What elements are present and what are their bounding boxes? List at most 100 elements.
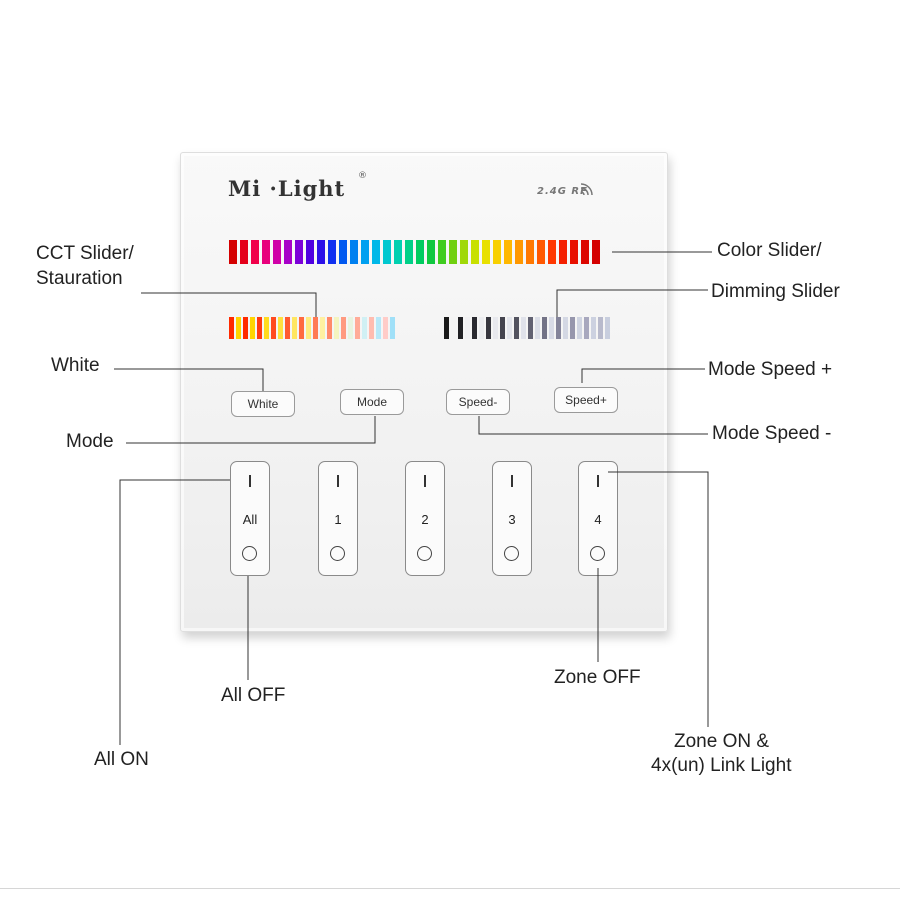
zone-label: 2 [421,512,429,527]
cct-slider-segment [257,317,262,339]
cct-slider[interactable] [229,317,397,339]
color-slider-segment [350,240,358,264]
callout-cct-slider-line2: Stauration [36,268,123,289]
color-slider-segment [405,240,413,264]
cct-slider-segment [299,317,304,339]
color-slider-segment [295,240,303,264]
color-slider-segment [581,240,589,264]
dimming-slider-segment [591,317,596,339]
color-slider[interactable] [229,240,603,264]
cct-slider-segment [327,317,332,339]
dimming-slider-segment [472,317,477,339]
zone-button-1[interactable]: 1 [318,461,358,576]
dimming-slider-segment [542,317,547,339]
registered-mark: ® [358,171,367,181]
callout-dimming-slider: Dimming Slider [711,281,840,302]
color-slider-segment [372,240,380,264]
dimming-slider-segment [486,317,491,339]
dimming-slider-segment [605,317,610,339]
dimming-slider-segment [458,317,463,339]
color-slider-segment [515,240,523,264]
callout-zone-on-line1: Zone ON & [674,731,770,752]
zone-label: All [242,512,258,527]
cct-slider-segment [278,317,283,339]
cct-slider-segment [355,317,360,339]
color-slider-segment [416,240,424,264]
brand-logo: Mi ·Light [228,176,346,201]
mode-button[interactable]: Mode [340,389,404,415]
speed-minus-button[interactable]: Speed- [446,389,510,415]
color-slider-segment [548,240,556,264]
cct-slider-segment [320,317,325,339]
cct-slider-segment [229,317,234,339]
dimming-slider-segment [528,317,533,339]
color-slider-segment [482,240,490,264]
dimming-slider-segment [584,317,589,339]
cct-slider-segment [376,317,381,339]
cct-slider-segment [306,317,311,339]
color-slider-segment [493,240,501,264]
cct-slider-segment [285,317,290,339]
callout-white: White [51,355,100,376]
color-slider-segment [427,240,435,264]
dimming-slider-segment [444,317,449,339]
dimming-slider-segment [598,317,603,339]
zone-button-4[interactable]: 4 [578,461,618,576]
white-button[interactable]: White [231,391,295,417]
callout-mode-speed-plus: Mode Speed + [708,359,833,380]
off-circle-icon [330,546,345,561]
zone-button-3[interactable]: 3 [492,461,532,576]
color-slider-segment [284,240,292,264]
zone-button-all[interactable]: All [230,461,270,576]
cct-slider-segment [348,317,353,339]
on-bar-icon [511,475,513,487]
dimming-slider-segment [507,317,512,339]
dimming-slider-segment [563,317,568,339]
color-slider-segment [438,240,446,264]
dimming-slider-segment [479,317,484,339]
zone-label: 3 [508,512,516,527]
cct-slider-segment [390,317,395,339]
wireless-signal-icon [580,183,593,196]
color-slider-segment [471,240,479,264]
off-circle-icon [417,546,432,561]
color-slider-segment [570,240,578,264]
color-slider-segment [273,240,281,264]
off-circle-icon [590,546,605,561]
callout-zone-on-line2: 4x(un) Link Light [651,755,792,776]
on-bar-icon [424,475,426,487]
cct-slider-segment [236,317,241,339]
color-slider-segment [361,240,369,264]
cct-slider-segment [271,317,276,339]
divider [0,888,900,889]
dimming-slider-segment [521,317,526,339]
color-slider-segment [559,240,567,264]
color-slider-segment [537,240,545,264]
color-slider-segment [306,240,314,264]
dimming-slider[interactable] [444,317,612,339]
zone-label: 4 [594,512,602,527]
dimming-slider-segment [556,317,561,339]
callout-all-on: All ON [94,749,149,770]
color-slider-segment [383,240,391,264]
off-circle-icon [504,546,519,561]
dimming-slider-segment [493,317,498,339]
speed-plus-button[interactable]: Speed+ [554,387,618,413]
dimming-slider-segment [500,317,505,339]
color-slider-segment [339,240,347,264]
color-slider-segment [394,240,402,264]
dimming-slider-segment [570,317,575,339]
dimming-slider-segment [577,317,582,339]
cct-slider-segment [250,317,255,339]
color-slider-segment [262,240,270,264]
dimming-slider-segment [549,317,554,339]
zone-button-2[interactable]: 2 [405,461,445,576]
cct-slider-segment [292,317,297,339]
zone-label: 1 [334,512,342,527]
callout-mode: Mode [66,431,114,452]
off-circle-icon [242,546,257,561]
callout-color-slider: Color Slider/ [717,240,822,261]
dimming-slider-segment [451,317,456,339]
on-bar-icon [249,475,251,487]
